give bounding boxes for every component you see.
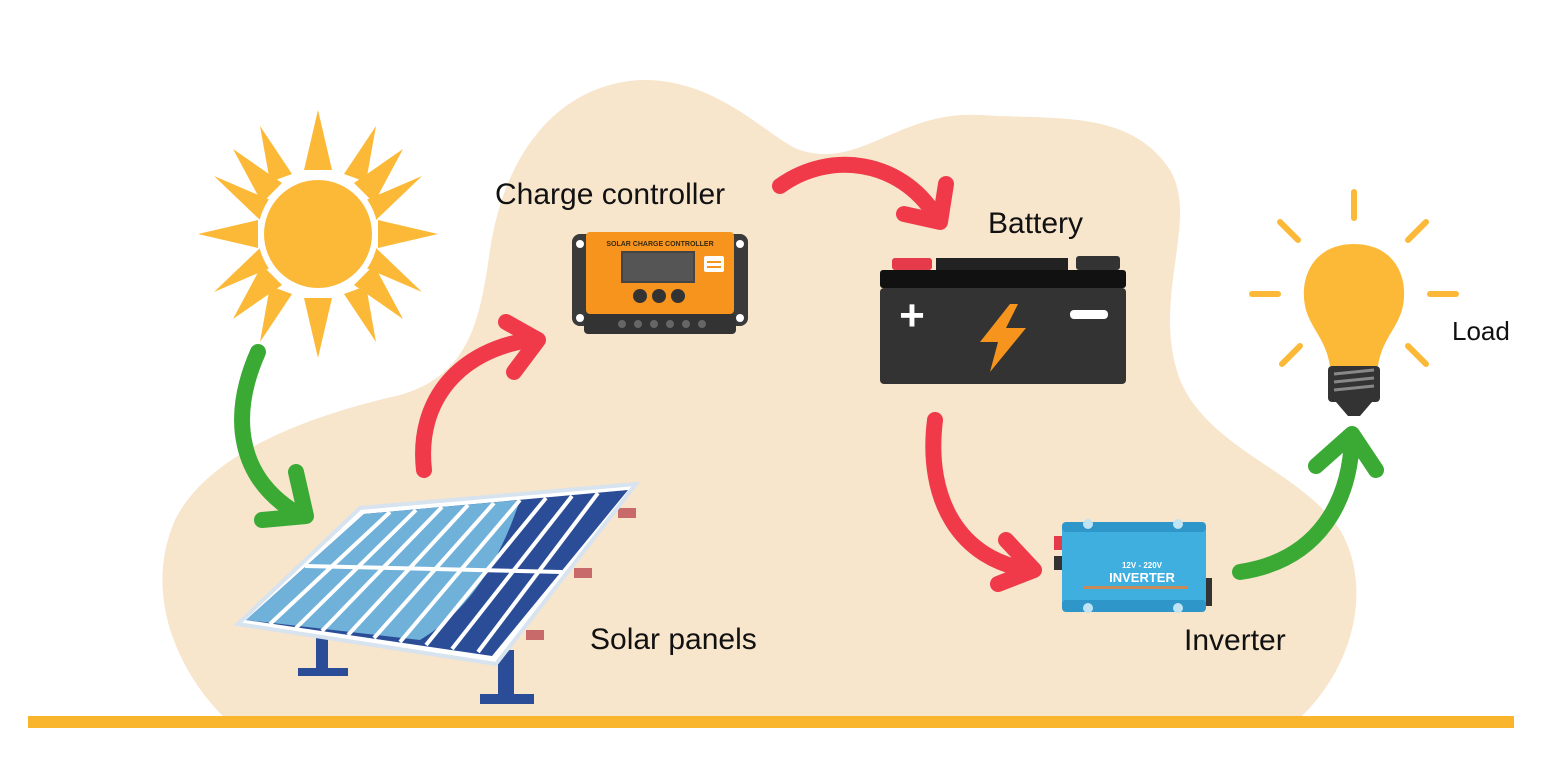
inverter-rating-text: 12V - 220V xyxy=(1122,561,1163,570)
arrow-battery-to-inverter xyxy=(925,412,1042,592)
label-battery: Battery xyxy=(988,207,1084,240)
battery-plus-sign: + xyxy=(899,291,925,340)
arrow-controller-to-battery xyxy=(772,156,954,230)
label-load: Load xyxy=(1452,316,1510,346)
inverter-icon: 12V - 220V INVERTER xyxy=(1054,519,1212,613)
inverter-name-text: INVERTER xyxy=(1109,570,1175,585)
ground-line xyxy=(28,716,1514,728)
charge-controller-icon: SOLAR CHARGE CONTROLLER xyxy=(572,232,748,334)
label-inverter: Inverter xyxy=(1184,624,1286,657)
light-bulb-icon xyxy=(1249,189,1459,416)
label-solar-panels: Solar panels xyxy=(590,623,757,656)
label-charge-controller: Charge controller xyxy=(495,178,726,211)
arrow-sun-to-panels xyxy=(234,344,314,528)
arrow-panels-to-controller xyxy=(415,314,546,478)
lightning-icon xyxy=(980,304,1026,372)
arrow-inverter-to-load xyxy=(1232,426,1384,580)
sun-icon xyxy=(198,110,438,358)
solar-panel-icon xyxy=(233,481,641,704)
battery-minus-sign xyxy=(1070,310,1108,319)
controller-plate-text: SOLAR CHARGE CONTROLLER xyxy=(606,241,713,248)
battery-icon: + − xyxy=(880,256,1126,384)
